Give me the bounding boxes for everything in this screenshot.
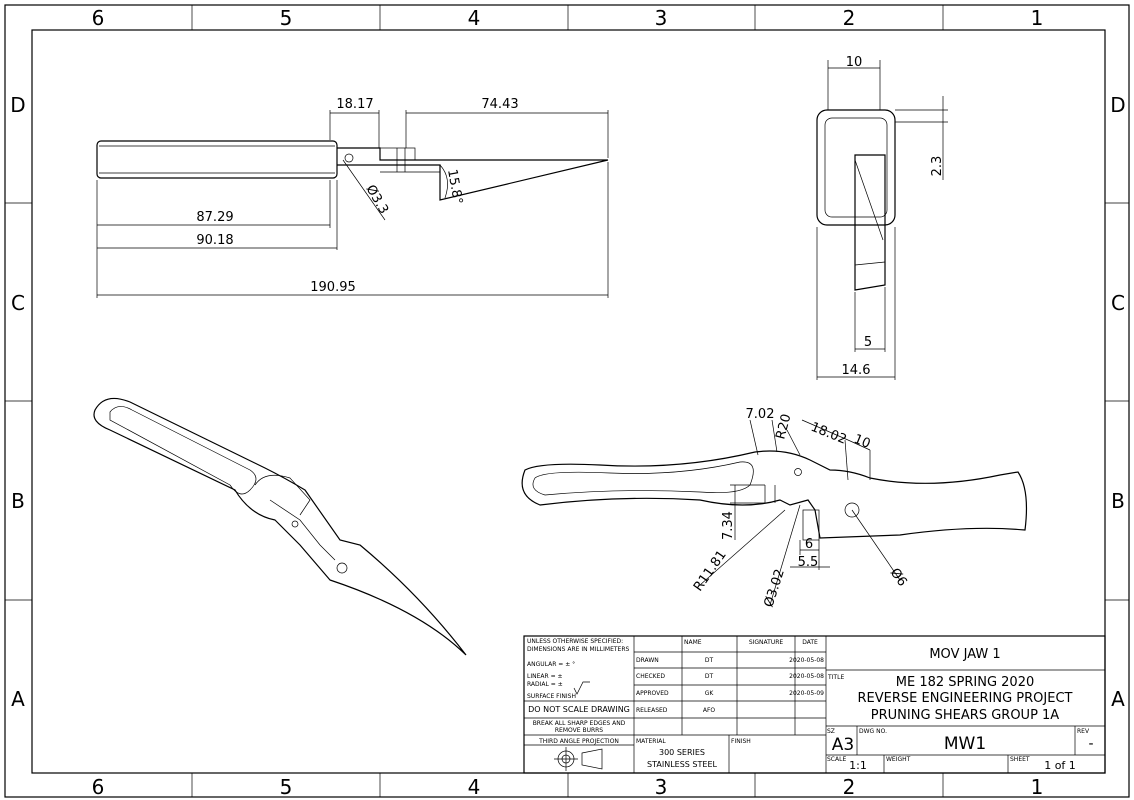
zone-row-label: A [1111, 687, 1125, 711]
row-label: DRAWN [636, 657, 659, 664]
note-units: DIMENSIONS ARE IN MILLIMETERS [527, 646, 629, 653]
zone-col-label: 5 [280, 775, 293, 799]
dimension-label: 14.6 [842, 363, 871, 378]
sheet-label: SHEET [1010, 756, 1030, 763]
dimension-label: Ø3.3 [363, 183, 391, 217]
break-edges-note: REMOVE BURRS [555, 727, 603, 734]
zone-col-label: 2 [843, 775, 856, 799]
zone-row-label: B [1111, 489, 1125, 513]
row-name: GK [705, 690, 715, 697]
dimension-label: Ø6 [887, 566, 910, 590]
row-label: APPROVED [636, 690, 669, 697]
row-date: 2020-05-09 [789, 690, 824, 697]
rev-label: REV [1077, 728, 1090, 735]
zone-dividers [5, 5, 1129, 797]
isometric-view [93, 397, 467, 656]
zone-col-label: 3 [655, 6, 668, 30]
zone-col-label: 6 [92, 6, 105, 30]
dimension-label: 5.5 [798, 555, 819, 570]
zone-col-label: 1 [1031, 775, 1044, 799]
approval-rows: DRAWN DT 2020-05-08 CHECKED DT 2020-05-0… [636, 657, 824, 714]
note-angular: ANGULAR = ± ° [527, 661, 575, 668]
zone-col-label: 4 [468, 6, 481, 30]
top-view: 18.17 74.43 15.8° Ø3.3 87.29 90.18 190.9… [96, 97, 609, 298]
dimension-label: 18.02 [809, 420, 849, 448]
row-label: RELEASED [636, 707, 668, 714]
dimension-label: 10 [846, 55, 863, 70]
dimension-label: 18.17 [336, 97, 373, 112]
title-block: UNLESS OTHERWISE SPECIFIED: DIMENSIONS A… [523, 635, 1106, 774]
title-line: REVERSE ENGINEERING PROJECT [858, 691, 1073, 706]
dimension-label: 7.02 [746, 407, 775, 422]
finish-label: FINISH [731, 738, 751, 745]
dimension-label: 15.8° [444, 168, 465, 206]
zone-col-label: 4 [468, 775, 481, 799]
zone-row-label: C [1111, 291, 1125, 315]
front-view: 7.02 R20 18.02 10 7.34 R11.81 Ø3.02 6 5.… [521, 407, 1028, 609]
dimension-label: 90.18 [196, 233, 233, 248]
dimension-label: 2.3 [930, 156, 945, 177]
do-not-scale-note: DO NOT SCALE DRAWING [528, 705, 630, 714]
dimension-label: 190.95 [310, 280, 356, 295]
header-date: DATE [802, 639, 818, 646]
scale-value: 1:1 [849, 759, 867, 772]
size-label: SZ [827, 728, 835, 735]
projection-label: THIRD ANGLE PROJECTION [538, 738, 619, 745]
title-label: TITLE [827, 674, 844, 681]
note-radial: RADIAL = ± [527, 681, 563, 688]
dimension-label: 87.29 [196, 210, 233, 225]
weight-label: WEIGHT [886, 756, 911, 763]
title-line: ME 182 SPRING 2020 [896, 675, 1034, 690]
zone-col-label: 1 [1031, 6, 1044, 30]
row-label: CHECKED [636, 673, 665, 680]
zone-row-label: C [11, 291, 25, 315]
header-signature: SIGNATURE [749, 639, 784, 646]
row-date: 2020-05-08 [789, 673, 824, 680]
material-value: 300 SERIES [659, 748, 705, 757]
dwg-no-value: MW1 [944, 734, 986, 754]
zone-labels: 6 5 4 3 2 1 6 5 4 3 2 1 D C B A D C B A [10, 6, 1125, 799]
dimension-label: 6 [805, 537, 813, 552]
scale-label: SCALE [827, 756, 846, 763]
dimension-label: R11.81 [691, 548, 730, 594]
zone-row-label: A [11, 687, 25, 711]
material-label: MATERIAL [636, 738, 666, 745]
dimension-label: 5 [864, 335, 872, 350]
zone-row-label: D [10, 93, 25, 117]
side-view: 10 2.3 5 14.6 [816, 55, 948, 380]
header-name: NAME [684, 639, 702, 646]
note-surface-finish: SURFACE FINISH [527, 693, 576, 700]
title-line: PRUNING SHEARS GROUP 1A [871, 708, 1060, 723]
note-general: UNLESS OTHERWISE SPECIFIED: [527, 638, 623, 645]
dimension-label: 7.34 [721, 511, 736, 540]
zone-row-label: B [11, 489, 25, 513]
material-value: STAINLESS STEEL [647, 760, 717, 769]
row-date: 2020-05-08 [789, 657, 824, 664]
zone-col-label: 2 [843, 6, 856, 30]
zone-col-label: 5 [280, 6, 293, 30]
dimension-label: 10 [852, 432, 873, 452]
part-name: MOV JAW 1 [929, 647, 1000, 662]
size-value: A3 [832, 735, 854, 755]
zone-row-label: D [1110, 93, 1125, 117]
zone-col-label: 3 [655, 775, 668, 799]
sheet-value: 1 of 1 [1044, 759, 1076, 772]
break-edges-note: BREAK ALL SHARP EDGES AND [533, 720, 626, 727]
dimension-label: 74.43 [481, 97, 518, 112]
row-name: AFO [703, 707, 716, 714]
dimension-label: R20 [773, 412, 794, 441]
row-name: DT [705, 673, 714, 680]
dwg-no-label: DWG NO. [859, 728, 887, 735]
row-name: DT [705, 657, 714, 664]
zone-col-label: 6 [92, 775, 105, 799]
rev-value: - [1088, 736, 1093, 752]
dimension-label: Ø3.02 [762, 567, 788, 609]
note-linear: LINEAR = ± [527, 673, 563, 680]
